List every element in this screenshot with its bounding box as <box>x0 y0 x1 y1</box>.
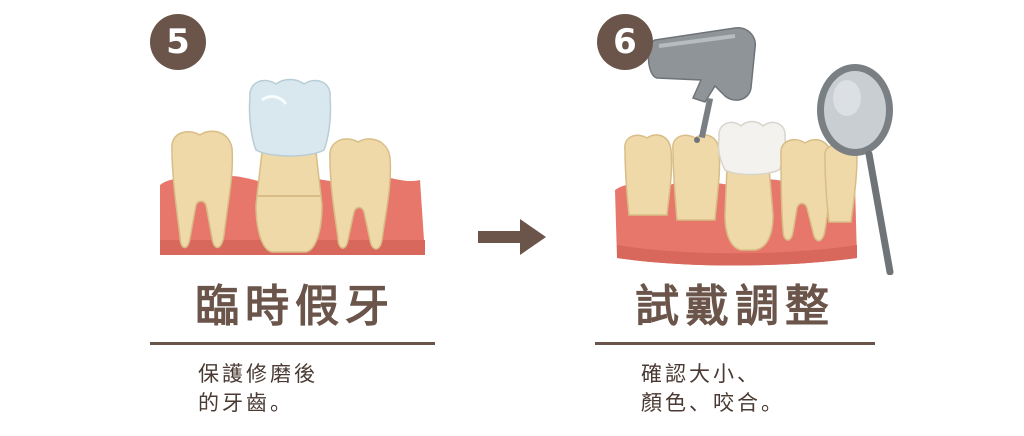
dental-drill-icon <box>647 27 756 143</box>
step-6: 6 試戴調整 確認大小、 顏色、咬合。 <box>585 0 915 436</box>
description-line: 顏色、咬合。 <box>641 391 785 415</box>
temporary-crown <box>248 78 332 157</box>
right-tooth-2 <box>824 144 858 223</box>
left-tooth-2 <box>672 134 721 221</box>
prepared-tooth <box>724 167 774 251</box>
left-tooth <box>171 130 234 249</box>
step-5: 5 臨時假牙 保護修磨後 的牙齒。 <box>140 0 500 436</box>
step-title: 臨時假牙 <box>195 281 395 332</box>
right-tooth <box>329 138 392 250</box>
step-number-badge: 6 <box>597 14 653 70</box>
crown-fitting-illustration <box>615 27 894 275</box>
left-tooth <box>624 134 673 216</box>
temporary-crown-illustration <box>160 78 425 255</box>
final-crown <box>717 120 787 176</box>
dental-mirror-icon <box>817 64 894 275</box>
step-description: 保護修磨後 的牙齒。 <box>198 360 318 418</box>
prepared-tooth <box>255 151 323 253</box>
description-line: 的牙齒。 <box>198 391 294 415</box>
divider <box>150 342 435 345</box>
step-title: 試戴調整 <box>635 281 835 332</box>
description-line: 保護修磨後 <box>198 362 318 386</box>
step-number-badge: 5 <box>150 14 206 70</box>
divider <box>595 342 875 345</box>
step-description: 確認大小、 顏色、咬合。 <box>641 360 785 418</box>
right-tooth <box>780 139 833 242</box>
description-line: 確認大小、 <box>641 362 761 386</box>
right-arrow-icon <box>478 219 546 255</box>
